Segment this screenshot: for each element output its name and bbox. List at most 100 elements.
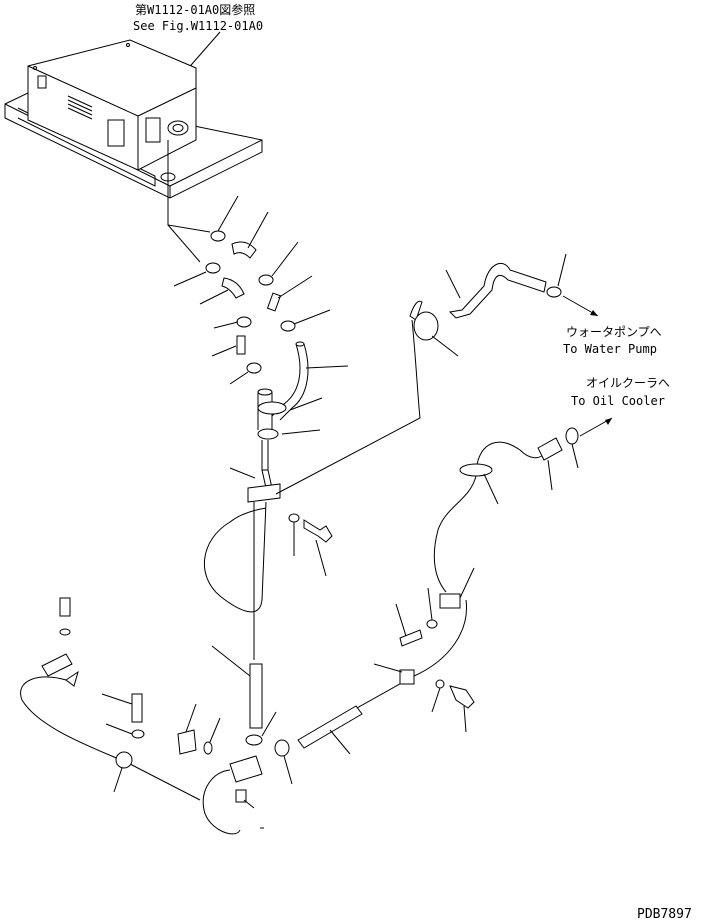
clamp-icon — [280, 320, 296, 332]
bolt-icon — [131, 693, 143, 723]
hose-end — [295, 341, 305, 347]
leader — [463, 705, 467, 733]
valve-body — [229, 755, 263, 783]
clip-bracket — [439, 593, 461, 609]
ref-label-top-jp: 第W1112-01A0図参照 — [135, 2, 255, 17]
bolt-icon — [449, 685, 475, 709]
leader — [113, 767, 123, 793]
oil-arrow — [605, 418, 612, 425]
hose-connector — [261, 440, 269, 471]
washer-icon — [288, 513, 300, 523]
hose-clip-bracket — [247, 483, 281, 503]
heater-pipe-line-2 — [167, 224, 201, 263]
leader — [277, 275, 313, 299]
leader — [209, 717, 221, 743]
leader — [213, 321, 239, 329]
long-hose-loop — [203, 501, 267, 613]
ref-label-water-en: To Water Pump — [563, 342, 657, 356]
ref-label-oil-jp: オイルクーラへ — [586, 376, 670, 390]
hose-end — [257, 388, 273, 396]
washer-icon — [59, 628, 71, 636]
oil-hose-loop — [433, 475, 477, 593]
elbow-hose-icon — [231, 241, 257, 259]
clamp-icon — [236, 316, 252, 328]
clamp-ring-icon — [413, 311, 439, 341]
leader — [373, 663, 403, 673]
leader — [211, 345, 237, 357]
leader — [459, 567, 475, 599]
clamp-icon — [205, 262, 221, 274]
heater-port — [167, 120, 189, 136]
clamp-icon — [245, 734, 263, 746]
hose-branch-right-2 — [279, 343, 309, 421]
bolt-icon — [59, 597, 71, 617]
clamp-icon — [246, 362, 262, 374]
clamp-ring-icon — [459, 463, 493, 477]
clamp-group-upper — [173, 195, 331, 385]
hose-sleeve — [249, 663, 263, 729]
heater-port-inner — [172, 124, 184, 132]
elbow-hose-icon — [221, 277, 245, 299]
ref-label-water-jp: ウォータポンプへ — [566, 325, 662, 339]
clamp-icon — [257, 428, 279, 440]
leader — [281, 429, 321, 435]
clamp-icon — [115, 751, 133, 769]
wire-to-water-pump — [275, 319, 421, 495]
leader — [557, 253, 567, 287]
ref-label-top-en: See Fig.W1112-01A0 — [133, 19, 263, 33]
leader — [199, 289, 229, 305]
bolt-icon — [303, 519, 333, 543]
heater-unit — [4, 39, 263, 199]
leader — [293, 309, 331, 325]
clamp-icon — [565, 427, 579, 445]
drawing-id: PDB7897 — [637, 907, 692, 922]
clamp-icon — [258, 274, 274, 286]
leader — [247, 211, 269, 249]
oil-cooler-tube — [537, 437, 563, 461]
leader — [211, 645, 251, 677]
heater-box-edge — [27, 65, 139, 117]
leader — [243, 799, 255, 809]
leader — [229, 371, 249, 385]
bolt-dot-2 — [126, 43, 130, 47]
leader — [571, 443, 579, 469]
heater-side-panel — [107, 119, 125, 147]
leader — [261, 711, 277, 737]
water-pump-pipe — [448, 262, 547, 319]
leader — [229, 467, 256, 479]
leader — [101, 693, 133, 705]
clamp-icon — [210, 230, 226, 242]
leader — [305, 365, 349, 369]
leader — [105, 723, 133, 735]
leader — [395, 603, 407, 637]
leader — [173, 271, 207, 287]
bracket-icon — [41, 653, 73, 677]
washer-icon — [426, 619, 438, 629]
heater-box-edge-2 — [137, 87, 197, 117]
washer-icon — [435, 679, 445, 689]
bracket-tab — [65, 670, 79, 687]
ref-label-oil-en: To Oil Cooler — [571, 394, 665, 408]
leader — [483, 473, 499, 505]
oil-cooler-hose — [475, 441, 547, 471]
leader — [315, 539, 327, 577]
washer-icon — [203, 741, 213, 755]
leader — [431, 335, 459, 357]
leader — [217, 195, 239, 232]
clamp-icon — [546, 286, 562, 298]
clip-bracket — [399, 669, 415, 685]
heater-panel-mark — [37, 75, 47, 89]
hose-branch-right — [271, 343, 301, 417]
leader — [329, 729, 351, 755]
leader — [185, 703, 197, 733]
heater-vents — [67, 95, 93, 120]
leader — [271, 241, 299, 277]
water-arrow — [590, 310, 598, 316]
fitting-icon — [177, 729, 197, 755]
leader — [289, 397, 323, 411]
heater-box — [27, 39, 197, 171]
tube-icon — [266, 292, 282, 312]
washer-icon — [131, 729, 145, 739]
oil-hose-sleeve — [297, 705, 363, 749]
